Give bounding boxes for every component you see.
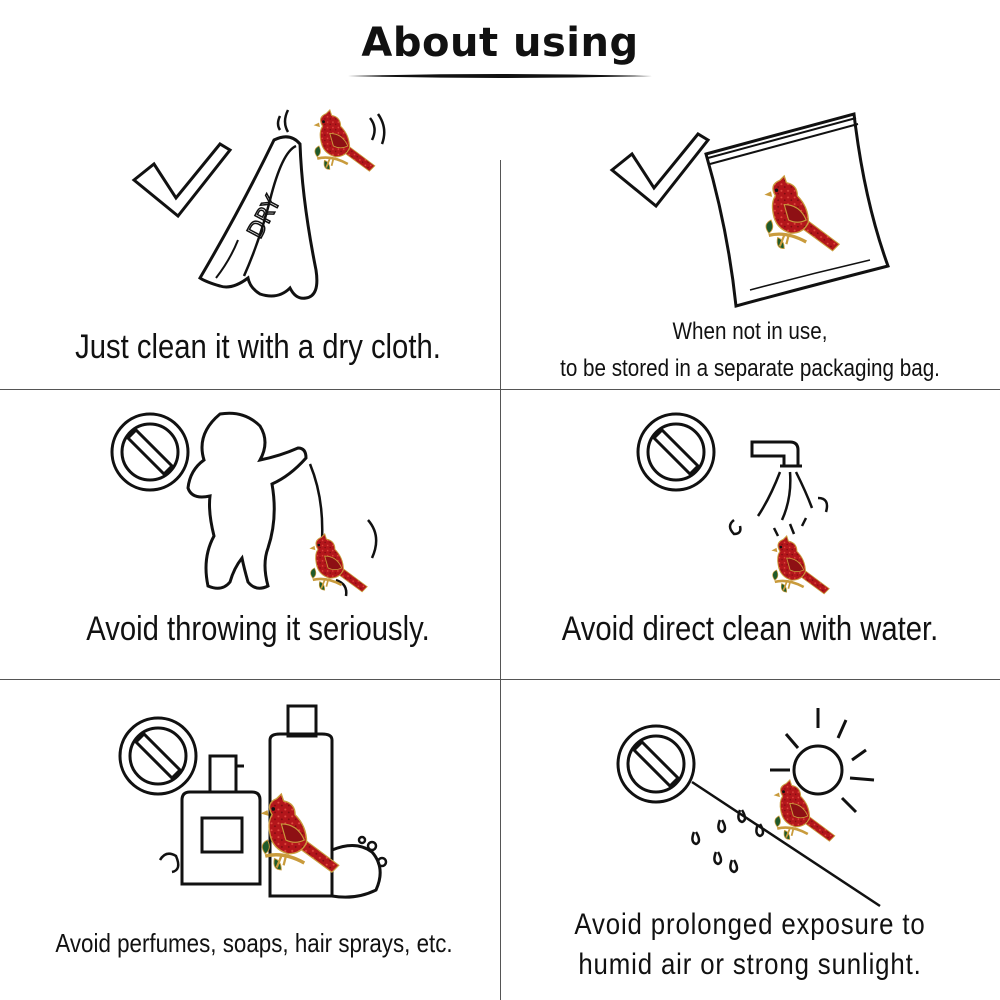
page-title: About using (361, 20, 639, 66)
packaging-bag-icon (704, 112, 890, 308)
caption-chemicals: Avoid perfumes, soaps, hair sprays, etc. (55, 928, 453, 958)
bird-brooch-icon (770, 534, 831, 596)
caption-storage-line-1: When not in use, (672, 318, 828, 345)
panel-water: Avoid direct clean with water. (500, 390, 1000, 679)
sun-icon (770, 708, 875, 814)
caption-water: Avoid direct clean with water. (561, 610, 939, 648)
sunlight-illustration (616, 708, 881, 908)
caption-storage-line-2: to be stored in a separate packaging bag… (560, 355, 940, 382)
chemicals-illustration (118, 704, 388, 899)
cloth-label: DRY (243, 192, 286, 243)
check-icon (132, 142, 232, 218)
panel-chemicals: Avoid perfumes, soaps, hair sprays, etc. (0, 680, 500, 1000)
prohibited-icon (110, 412, 190, 492)
cloth-icon: DRY (197, 135, 319, 300)
rain-drops-icon (691, 809, 765, 874)
prohibited-icon (616, 724, 696, 804)
bird-brooch-icon (312, 108, 377, 173)
divider-vertical (500, 160, 501, 1000)
perfume-bottle-icon (180, 754, 262, 886)
prohibited-icon (636, 412, 716, 492)
spray-bottle-icon (268, 704, 334, 898)
caption-dry-cloth: Just clean it with a dry cloth. (75, 328, 441, 366)
panel-storage-bag: When not in use, to be stored in a separ… (500, 90, 1000, 389)
caption-throwing: Avoid throwing it seriously. (86, 610, 430, 648)
panel-sunlight: Avoid prolonged exposure to humid air or… (500, 680, 1000, 1000)
packaging-bag-illustration (610, 112, 890, 308)
title-underline (348, 74, 652, 78)
bird-brooch-icon (258, 792, 341, 874)
panel-throwing: Avoid throwing it seriously. (0, 390, 500, 679)
throwing-illustration (110, 411, 378, 597)
caption-sunlight-line-2: humid air or strong sunlight. (578, 948, 922, 981)
bird-brooch-icon (308, 532, 369, 594)
caption-sunlight-line-1: Avoid prolonged exposure to (574, 908, 926, 941)
person-icon (186, 411, 308, 590)
dry-cloth-illustration: DRY (132, 108, 386, 300)
check-icon (610, 132, 710, 208)
soap-icon (331, 835, 388, 899)
water-illustration (636, 412, 831, 596)
bird-brooch-icon (762, 174, 841, 253)
prohibited-icon (118, 716, 198, 796)
faucet-icon (750, 440, 802, 468)
panel-dry-cloth: DRY Just clean it with a dry cloth. (0, 90, 500, 389)
